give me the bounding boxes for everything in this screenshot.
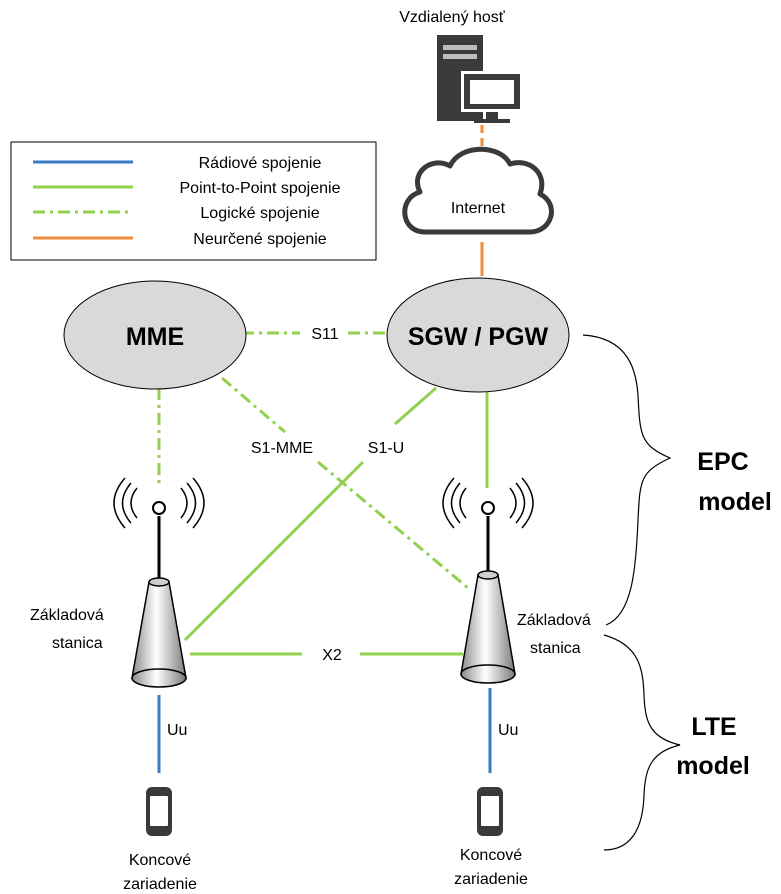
base-station-right-label-line1: Základová — [517, 612, 591, 629]
internet-cloud-icon — [402, 146, 554, 235]
s1-mme-link-upper — [221, 376, 286, 434]
uu-right-label: Uu — [498, 722, 518, 739]
lte-label-line1: LTE — [691, 713, 736, 741]
device-right-label-line1: Koncové — [460, 847, 522, 864]
mme-label: MME — [126, 323, 184, 351]
base-station-right-icon — [442, 477, 534, 684]
legend-radio-label: Rádiové spojenie — [199, 155, 322, 172]
uu-left-label: Uu — [167, 722, 187, 739]
legend-logical-label: Logické spojenie — [200, 205, 319, 222]
legend: Rádiové spojenie Point-to-Point spojenie… — [10, 141, 377, 261]
base-station-left-icon — [113, 477, 205, 688]
internet-label: Internet — [451, 200, 506, 217]
lte-brace — [603, 634, 681, 851]
base-station-right-label-line2: stanica — [530, 640, 581, 657]
device-right-icon — [477, 787, 503, 836]
s1-mme-label: S1-MME — [251, 440, 313, 457]
base-station-left-label-line1: Základová — [30, 607, 104, 624]
s1-u-link-upper — [394, 386, 437, 426]
base-station-left-label-line2: stanica — [52, 635, 103, 652]
device-left-label-line1: Koncové — [129, 852, 191, 869]
sgw-pgw-node — [386, 277, 570, 393]
s1-u-link-lower — [183, 460, 365, 642]
epc-label-line2: model — [698, 488, 772, 516]
x2-label: X2 — [322, 647, 342, 664]
s1-mme-link-lower — [317, 460, 469, 590]
remote-host-label: Vzdialený hosť — [399, 9, 506, 26]
lte-label-line2: model — [676, 752, 750, 780]
mme-node — [63, 280, 247, 390]
device-right-label-line2: zariadenie — [454, 871, 528, 888]
epc-brace — [582, 334, 672, 626]
epc-label-line1: EPC — [697, 448, 748, 476]
legend-p2p-label: Point-to-Point spojenie — [180, 180, 341, 197]
legend-unspecified-label: Neurčené spojenie — [193, 231, 327, 248]
s11-label: S11 — [311, 326, 338, 343]
remote-host-icon — [437, 35, 523, 123]
device-left-icon — [146, 787, 172, 836]
device-left-label-line2: zariadenie — [123, 876, 197, 893]
sgw-pgw-label: SGW / PGW — [408, 323, 549, 351]
s1-u-label: S1-U — [368, 440, 404, 457]
